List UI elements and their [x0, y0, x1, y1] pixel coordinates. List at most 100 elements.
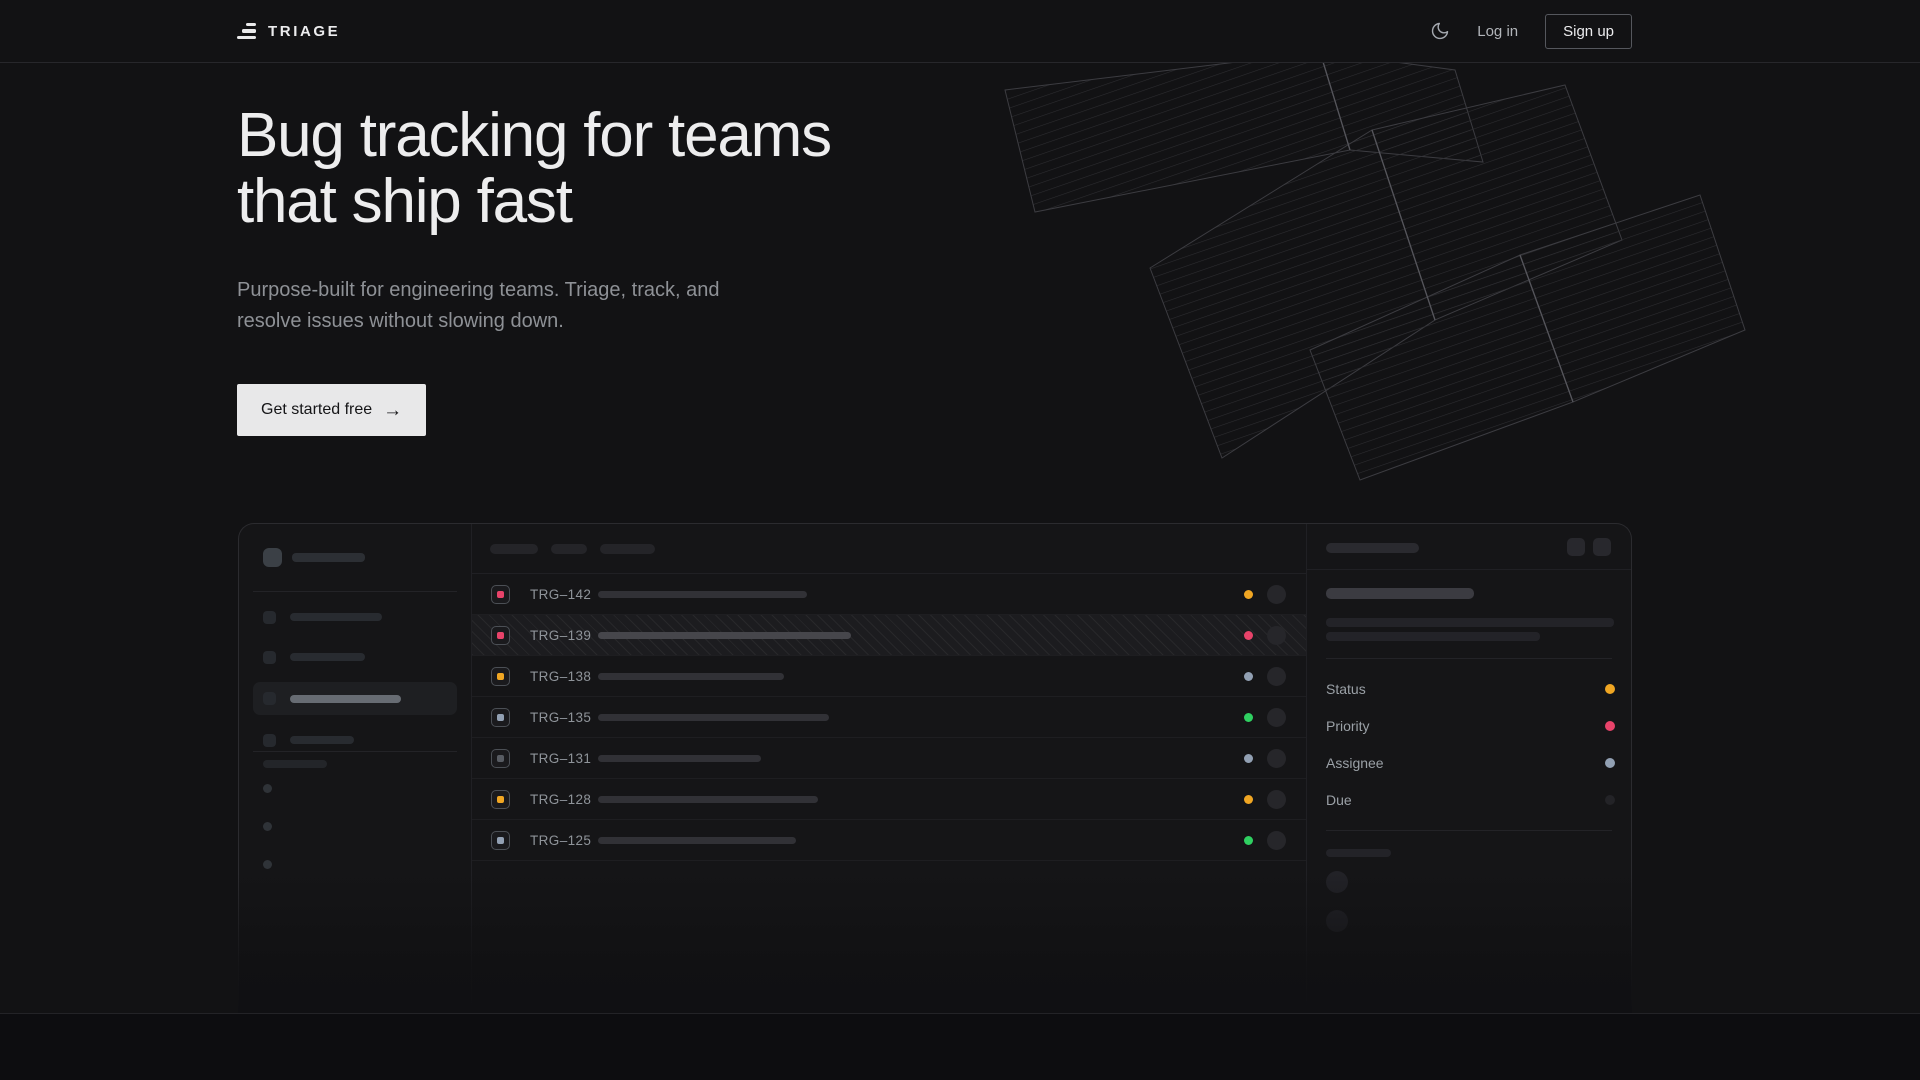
- issue-list-header: [472, 524, 1306, 574]
- detail-field-value-dot: [1605, 683, 1615, 694]
- detail-avatars: [1326, 871, 1348, 932]
- detail-field-row: Due: [1326, 781, 1615, 818]
- list-filter-placeholder: [490, 543, 538, 554]
- assignee-avatar: [1267, 789, 1286, 809]
- detail-description-placeholder: [1326, 618, 1614, 627]
- status-dot: [1244, 753, 1253, 763]
- nav-icon-placeholder: [263, 692, 276, 705]
- login-link[interactable]: Log in: [1477, 22, 1519, 40]
- issue-row: TRG–135: [472, 697, 1306, 738]
- detail-field-row: Assignee: [1326, 744, 1615, 781]
- sidebar-nav-item: [253, 602, 457, 632]
- issue-title-placeholder: [598, 754, 761, 762]
- nav-icon-placeholder: [263, 650, 276, 664]
- issue-row-meta: [1244, 584, 1286, 604]
- issue-id: TRG–139: [530, 627, 592, 643]
- assignee-avatar: [1267, 584, 1286, 604]
- hero-subtitle: Purpose-built for engineering teams. Tri…: [237, 279, 720, 332]
- assignee-avatar: [1267, 625, 1286, 645]
- detail-field-label: Assignee: [1326, 754, 1384, 771]
- sidebar-dot: [263, 822, 272, 831]
- status-dot: [1244, 712, 1253, 722]
- issue-id: TRG–125: [530, 832, 592, 848]
- issue-id: TRG–142: [530, 586, 592, 602]
- moon-icon[interactable]: [1430, 21, 1450, 41]
- issue-row: TRG–128: [472, 779, 1306, 820]
- issue-title-placeholder: [598, 713, 829, 721]
- detail-action-placeholder: [1593, 538, 1611, 556]
- issue-type-icon: [491, 789, 510, 809]
- sidebar-dot: [263, 860, 272, 869]
- issue-id: TRG–131: [530, 750, 592, 766]
- status-dot: [1244, 671, 1253, 681]
- issue-row: TRG–139: [472, 615, 1306, 656]
- status-dot: [1244, 835, 1253, 845]
- issue-row: TRG–131: [472, 738, 1306, 779]
- comment-avatar-placeholder: [1326, 910, 1348, 932]
- comment-avatar-placeholder: [1326, 871, 1348, 893]
- detail-field-label: Priority: [1326, 717, 1370, 734]
- issue-type-icon: [491, 666, 510, 686]
- issue-list-rows: TRG–142 TRG–139 TRG–138 TRG–1: [472, 574, 1306, 861]
- issue-row: TRG–125: [472, 820, 1306, 861]
- get-started-label: Get started free: [261, 401, 373, 418]
- signup-button[interactable]: Sign up: [1545, 13, 1632, 49]
- issue-row-meta: [1244, 789, 1286, 809]
- detail-action-placeholder: [1567, 538, 1585, 556]
- issue-title-placeholder: [598, 590, 807, 598]
- app-mockup: TRG–142 TRG–139 TRG–138 TRG–1: [238, 523, 1632, 1013]
- detail-field-value-dot: [1605, 757, 1615, 768]
- nav-label-placeholder: [290, 736, 354, 744]
- issue-type-icon: [491, 830, 510, 850]
- issue-id: TRG–138: [530, 668, 592, 684]
- nav-label-placeholder: [290, 613, 382, 621]
- sidebar-divider: [253, 751, 457, 752]
- sidebar-nav-item: [253, 725, 457, 755]
- nav-right: Log in Sign up: [1430, 13, 1632, 49]
- issue-title-placeholder: [598, 795, 818, 803]
- issue-id: TRG–135: [530, 709, 592, 725]
- detail-field-row: Priority: [1326, 707, 1615, 744]
- status-dot: [1244, 630, 1253, 640]
- detail-field-value-dot: [1605, 794, 1615, 805]
- nav-label-placeholder: [290, 694, 401, 703]
- sidebar-dots: [263, 784, 272, 869]
- detail-description-placeholder: [1326, 632, 1540, 641]
- workspace-switcher: [263, 548, 365, 567]
- top-nav: TRIAGE Log in Sign up: [0, 0, 1920, 63]
- get-started-button[interactable]: Get started free →: [237, 384, 427, 436]
- assignee-avatar: [1267, 748, 1286, 768]
- detail-fields: Status Priority Assignee Due: [1326, 670, 1615, 818]
- sidebar-divider: [253, 591, 457, 592]
- issue-row-meta: [1244, 830, 1286, 850]
- issue-row-meta: [1244, 666, 1286, 686]
- detail-field-row: Status: [1326, 670, 1615, 707]
- issue-title-placeholder: [598, 836, 796, 844]
- issue-row: TRG–138: [472, 656, 1306, 697]
- status-dot: [1244, 794, 1253, 804]
- sidebar-nav: [253, 602, 457, 765]
- detail-title-placeholder: [1326, 588, 1474, 599]
- detail-header-placeholder: [1326, 543, 1419, 553]
- issue-row: TRG–142: [472, 574, 1306, 615]
- detail-divider: [1326, 658, 1612, 659]
- issue-type-icon: [491, 625, 510, 645]
- sidebar-nav-item-active: [253, 682, 457, 715]
- status-dot: [1244, 589, 1253, 599]
- issue-detail-panel: Status Priority Assignee Due: [1307, 524, 1631, 1013]
- issue-title-placeholder: [598, 631, 851, 639]
- issue-type-icon: [491, 748, 510, 768]
- nav-icon-placeholder: [263, 733, 276, 747]
- sidebar-dot: [263, 784, 272, 793]
- sidebar-section-placeholder: [263, 760, 327, 768]
- wireframe-ribbon-art: [1004, 51, 1746, 481]
- detail-field-label: Status: [1326, 680, 1366, 697]
- list-filter-placeholder: [551, 543, 587, 554]
- detail-field-label: Due: [1326, 791, 1352, 808]
- workspace-avatar: [263, 548, 282, 567]
- nav-icon-placeholder: [263, 610, 276, 624]
- nav-label-placeholder: [290, 653, 365, 661]
- issue-type-icon: [491, 707, 510, 727]
